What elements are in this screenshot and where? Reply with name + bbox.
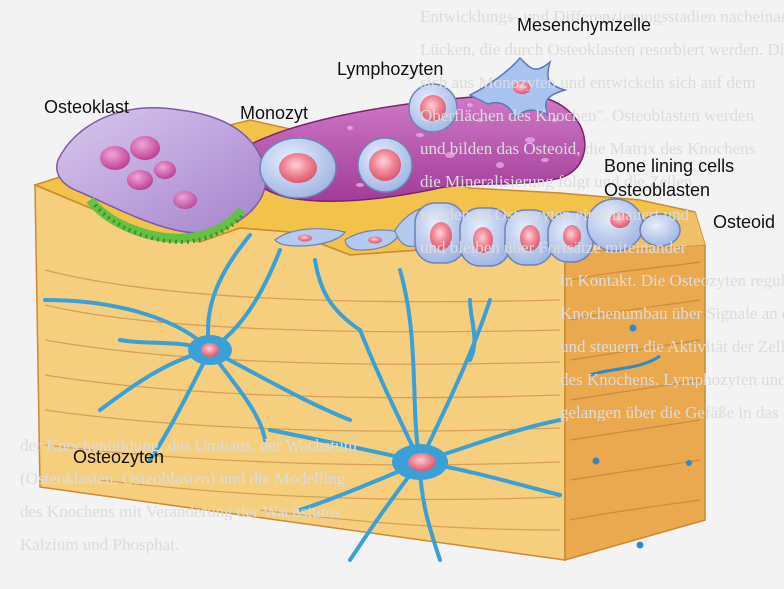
background-text-line: des Knochens mit Veränderung der Wachstu… [20,503,340,520]
osteocyte-1 [188,335,232,365]
background-text-line: Oberflächen des Knochen". Osteoblasten w… [420,107,754,124]
background-text-line: Kalzium und Phosphat. [20,536,179,553]
label-monozyt: Monozyt [240,104,308,122]
background-text-line: des Knochens. Lymphozyten und Monozyten [560,371,784,388]
label-osteoblasten: Osteoblasten [604,181,710,199]
background-text-line: und bilden das Osteoid, die Matrix des K… [420,140,755,157]
label-osteozyten: Osteozyten [73,448,164,466]
label-mesenchymzelle: Mesenchymzelle [517,16,651,34]
lymphocyte-1 [358,138,412,192]
label-lymphozyten: Lymphozyten [337,60,443,78]
background-text-line: Knochenumbau über Signale an der Oberflä… [560,305,784,322]
background-text-line: gelangen über die Gefäße in das Mark [560,404,784,421]
background-text-line: werden zu Osteozyten eingemauert und [420,206,689,223]
background-text-line: und steuern die Aktivität der Zellen [560,338,784,355]
label-osteoklast: Osteoklast [44,98,129,116]
label-bone-lining-cells: Bone lining cells [604,157,734,175]
background-text-line: der Knochenbildung, des Umbaus, der Wach… [20,437,357,454]
background-text-line: Lücken, die durch Osteoklasten resorbier… [420,41,784,58]
osteocyte-2 [392,444,448,480]
background-text-line: in Kontakt. Die Osteozyten regulieren de… [560,272,784,289]
background-text-line: und bleiben über Fortsätze miteinander [420,239,686,256]
monocyte [260,138,336,198]
background-text-line: sich aus Monozyten und entwickeln sich a… [420,74,756,91]
label-osteoid: Osteoid [713,213,775,231]
background-text-line: (Osteoklasten, Osteoblasten) und die Mod… [20,470,345,487]
